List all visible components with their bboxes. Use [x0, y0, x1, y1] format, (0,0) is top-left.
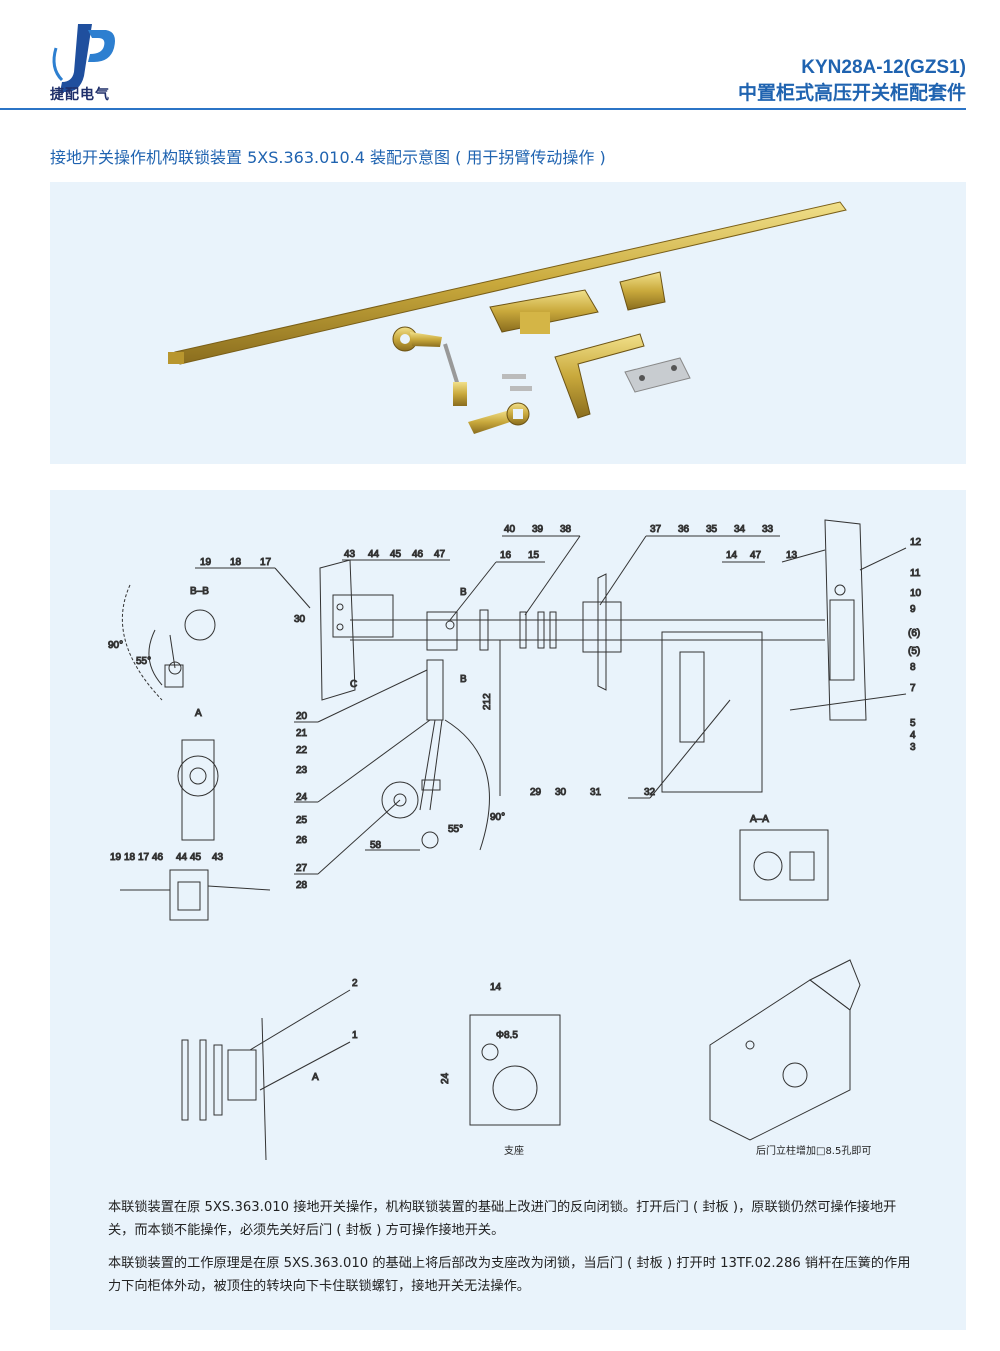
product-series: 中置柜式高压开关柜配套件 — [737, 82, 966, 104]
label-part-1: 1 — [352, 1030, 358, 1041]
label-4: 4 — [910, 730, 916, 741]
label-14: 14 — [726, 550, 738, 561]
label-27: 27 — [296, 863, 308, 874]
label-47: 47 — [434, 549, 446, 560]
label-aa: A–A — [750, 814, 769, 825]
label-46-small: 46 — [152, 852, 164, 863]
label-33: 33 — [762, 524, 774, 535]
label-angle-90: 90° — [108, 640, 123, 651]
label-16: 16 — [500, 550, 512, 561]
label-40: 40 — [504, 524, 516, 535]
label-10: 10 — [910, 588, 922, 599]
label-45-small: 45 — [190, 852, 202, 863]
label-19: 19 — [200, 557, 212, 568]
label-44: 44 — [368, 549, 380, 560]
label-dim-212: 212 — [482, 693, 493, 710]
label-15: 15 — [528, 550, 540, 561]
label-angle-90-lower: 90° — [490, 812, 505, 823]
label-21: 21 — [296, 728, 308, 739]
label-11: 11 — [910, 568, 921, 579]
label-b-lower: B — [460, 674, 467, 685]
label-37: 37 — [650, 524, 662, 535]
description-paragraph-1: 本联锁装置在原 5XS.363.010 接地开关操作，机构联锁装置的基础上改进门… — [108, 1200, 897, 1238]
label-25: 25 — [296, 815, 308, 826]
description-paragraph-2: 本联锁装置的工作原理是在原 5XS.363.010 的基础上将后部改为支座改为闭… — [108, 1256, 911, 1294]
label-5: 5 — [910, 718, 916, 729]
label-24: 24 — [296, 792, 308, 803]
label-46: 46 — [412, 549, 424, 560]
header-title-block: KYN28A-12(GZS1) 中置柜式高压开关柜配套件 — [738, 56, 966, 106]
label-45: 45 — [390, 549, 402, 560]
label-7: 7 — [910, 683, 916, 694]
label-35: 35 — [706, 524, 718, 535]
label-43: 43 — [344, 549, 356, 560]
label-20: 20 — [296, 711, 308, 722]
label-17: 17 — [260, 557, 272, 568]
support-caption: 支座 — [504, 1146, 524, 1157]
label-18-small: 18 — [124, 852, 136, 863]
assembly-drawing: B–B 90° 55° 19 18 17 43 44 45 46 47 30 4… — [50, 490, 966, 1330]
label-39: 39 — [532, 524, 544, 535]
label-44-small: 44 — [176, 852, 188, 863]
label-dim-58: 58 — [370, 840, 382, 851]
label-12: 12 — [910, 537, 922, 548]
parts-photo — [50, 182, 966, 464]
label-47-right: 47 — [750, 550, 762, 561]
label-b-upper: B — [460, 587, 467, 598]
label-17-small: 17 — [138, 852, 150, 863]
label-38: 38 — [560, 524, 572, 535]
product-model: KYN28A-12(GZS1) — [801, 57, 966, 78]
label-a-view: A — [195, 708, 202, 719]
label-6: (6) — [908, 628, 920, 639]
label-5-paren: (5) — [908, 646, 920, 657]
label-9: 9 — [910, 604, 916, 615]
company-logo — [52, 24, 115, 92]
door-caption: 后门立柱增加□8.5孔即可 — [756, 1146, 872, 1157]
label-c: C — [350, 679, 357, 690]
label-36: 36 — [678, 524, 690, 535]
label-angle-55-lower: 55° — [448, 824, 463, 835]
label-a-arrow: A — [312, 1072, 319, 1083]
label-29: 29 — [530, 787, 542, 798]
label-32: 32 — [644, 787, 656, 798]
technical-drawing: B–B 90° 55° 19 18 17 43 44 45 46 47 30 4… — [108, 519, 922, 1161]
label-43-small: 43 — [212, 852, 224, 863]
label-30: 30 — [555, 787, 567, 798]
section-title: 接地开关操作机构联锁装置 5XS.363.010.4 装配示意图 ( 用于拐臂传… — [50, 148, 606, 167]
label-dim-24: 24 — [440, 1072, 451, 1084]
parts-photo-illustration — [168, 201, 847, 434]
label-31: 31 — [590, 787, 602, 798]
label-23: 23 — [296, 765, 308, 776]
header-divider — [0, 108, 966, 110]
label-18: 18 — [230, 557, 242, 568]
company-name: 捷配电气 — [50, 87, 110, 103]
label-34: 34 — [734, 524, 746, 535]
bb-section-shaft — [184, 609, 216, 641]
label-bb: B–B — [190, 586, 209, 597]
label-8: 8 — [910, 662, 916, 673]
label-28: 28 — [296, 880, 308, 891]
label-dim-30: 30 — [294, 614, 306, 625]
label-dim-phi: Φ8.5 — [496, 1030, 518, 1041]
label-dim-14: 14 — [490, 982, 502, 993]
label-angle-55: 55° — [136, 656, 151, 667]
label-19-small: 19 — [110, 852, 122, 863]
label-26: 26 — [296, 835, 308, 846]
label-part-2: 2 — [352, 978, 358, 989]
label-3: 3 — [910, 742, 916, 753]
label-22: 22 — [296, 745, 308, 756]
